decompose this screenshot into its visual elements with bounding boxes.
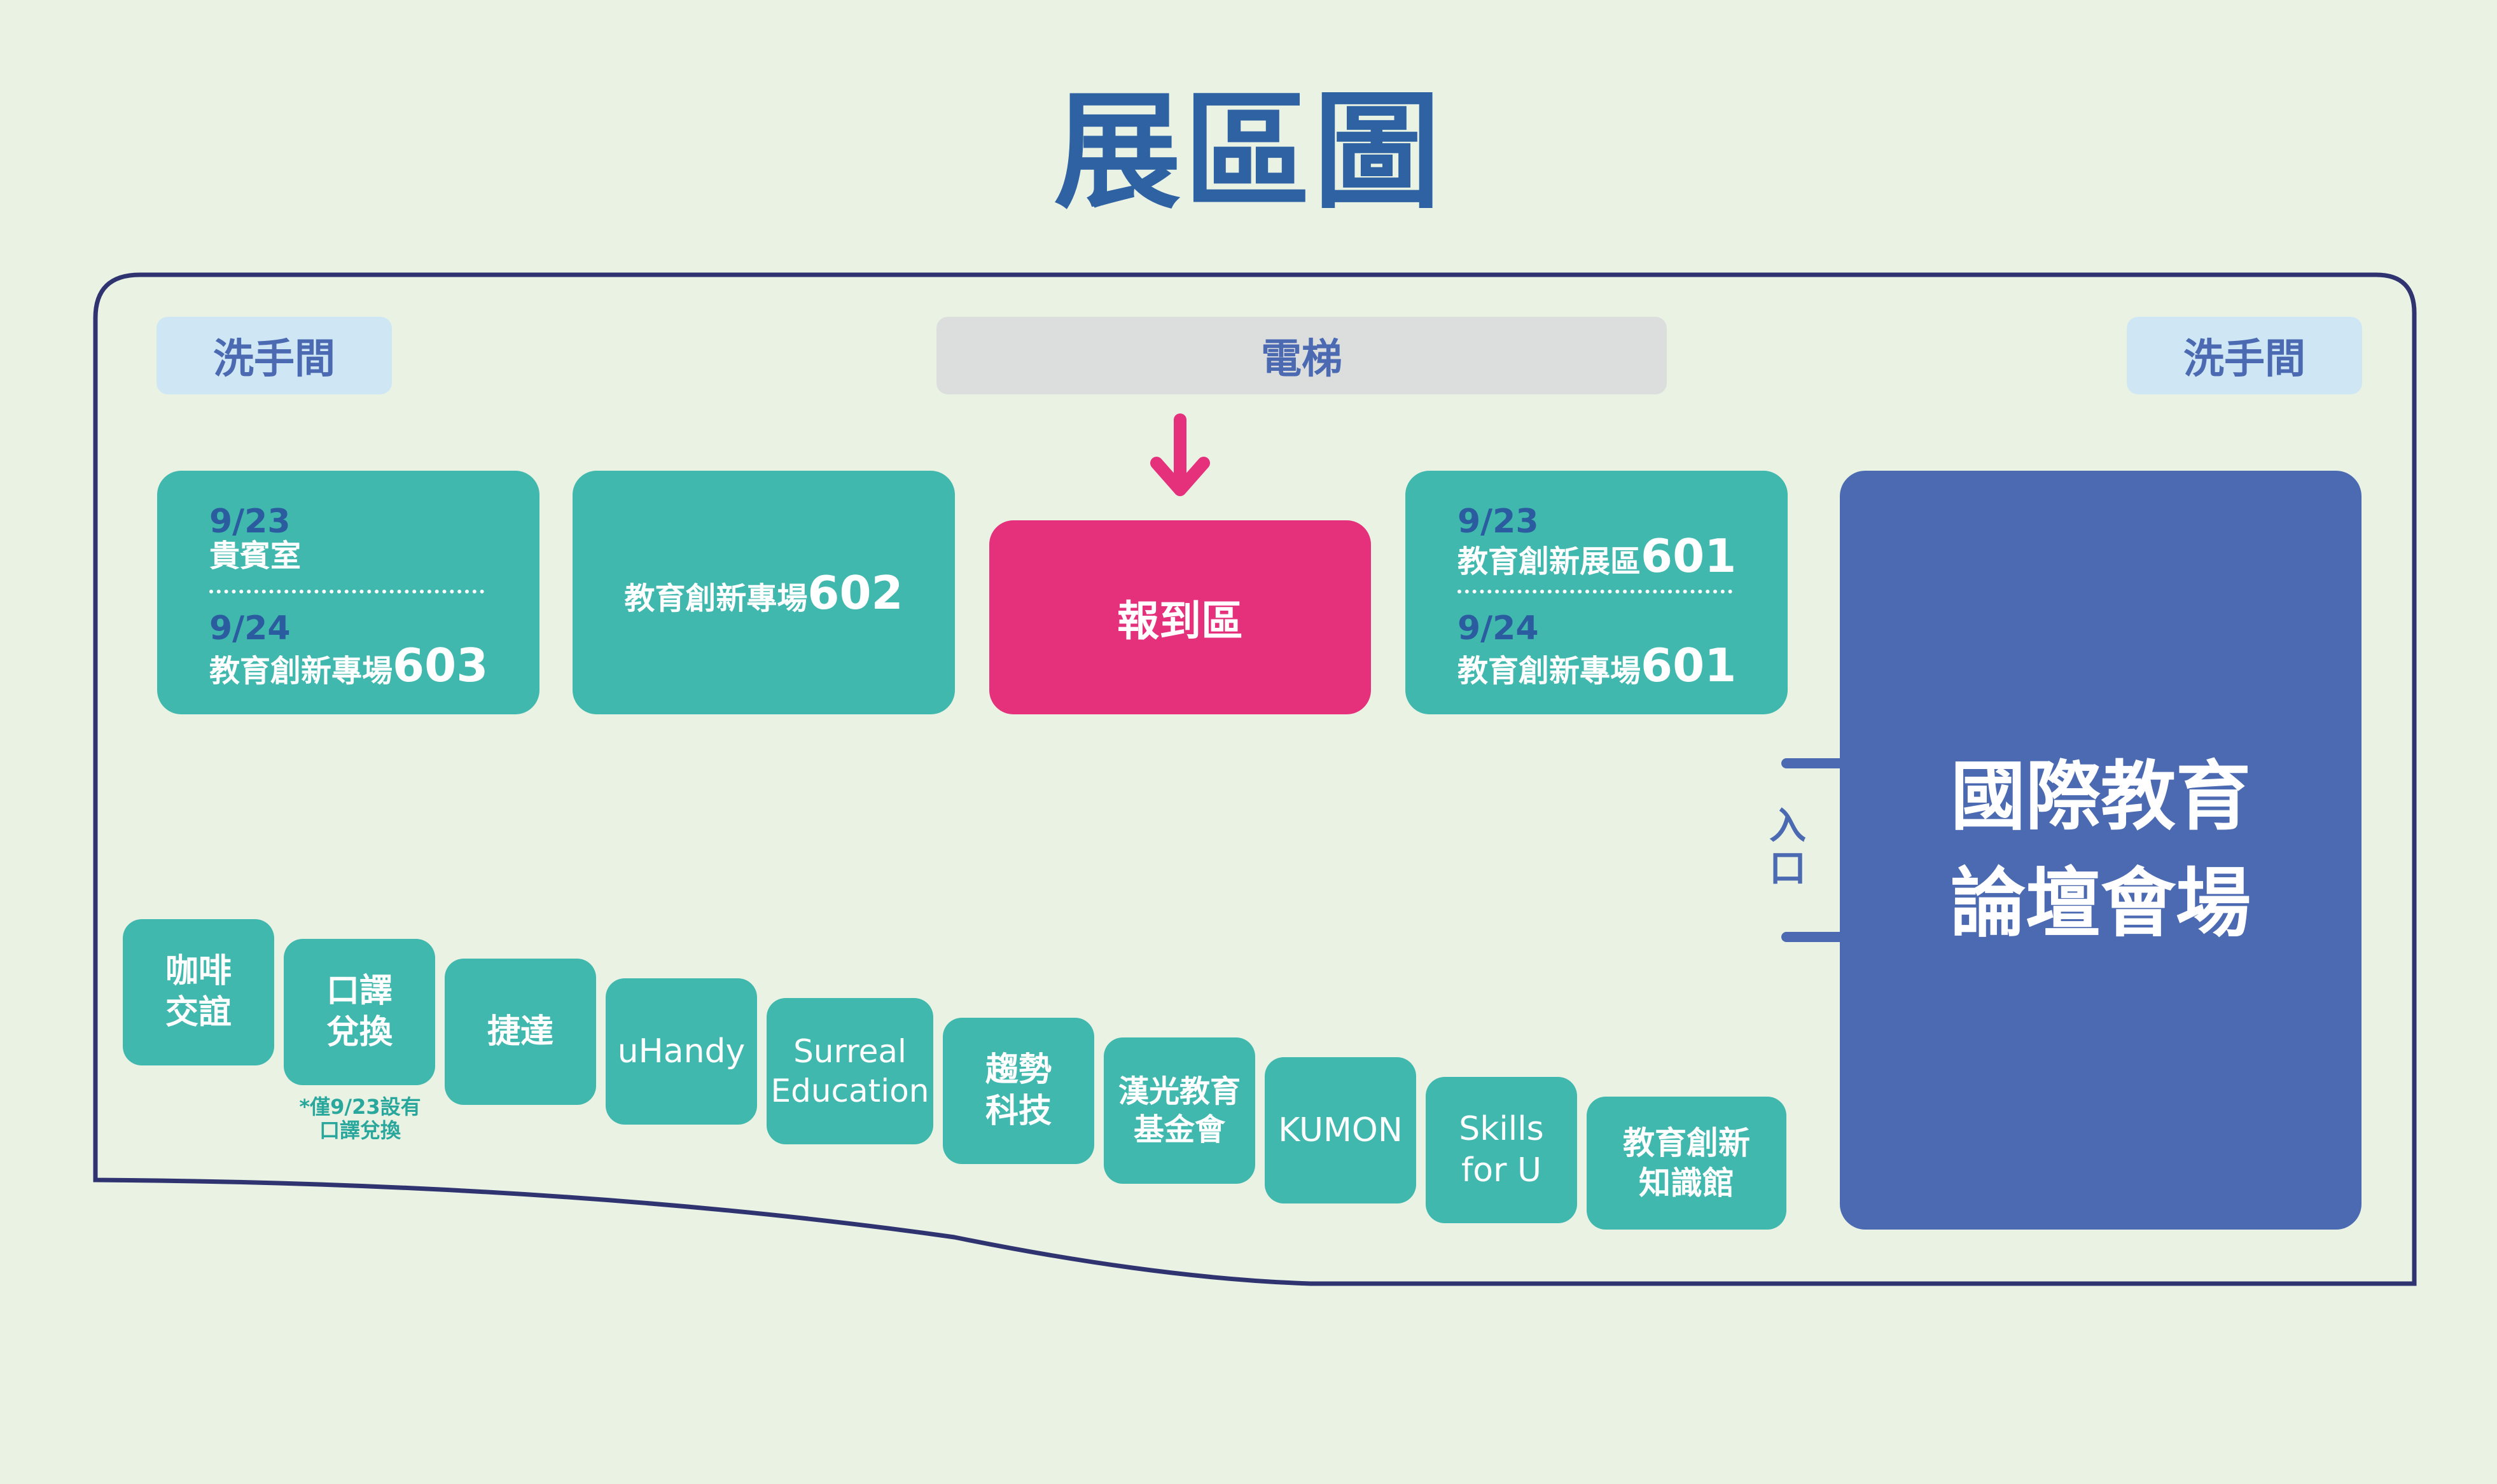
booth-hanguang-line1: 漢光教育 xyxy=(1118,1074,1241,1109)
booth-innovation-library[interactable]: 教育創新 知識館 xyxy=(1587,1097,1786,1230)
booth-trend-line1: 趨勢 xyxy=(985,1051,1052,1089)
booth-jieda[interactable]: 捷達 xyxy=(445,959,596,1105)
booth-surreal-line2: Education xyxy=(770,1072,929,1109)
restroom-right: 洗手間 xyxy=(2127,317,2362,394)
booth-surreal-education[interactable]: Surreal Education xyxy=(767,998,933,1144)
booth-interpretation-line1: 口譯 xyxy=(326,972,393,1010)
interpretation-note-line1: *僅9/23設有 xyxy=(299,1095,421,1119)
room-601-label1: 教育創新展區601 xyxy=(1457,533,1736,579)
restroom-left: 洗手間 xyxy=(156,317,392,394)
booth-interpretation-line2: 兌換 xyxy=(326,1013,393,1051)
room-603[interactable]: 9/23 貴賓室 9/24 教育創新專場603 xyxy=(157,471,539,714)
booth-uhandy-line1: uHandy xyxy=(617,1032,746,1071)
room-603-label2: 教育創新專場603 xyxy=(209,642,488,688)
room-602-label-text: 教育創新專場 xyxy=(624,580,808,616)
forum-line-2: 論壇會場 xyxy=(1950,859,2251,947)
booth-innovation-line2: 知識館 xyxy=(1639,1164,1734,1202)
elevator: 電梯 xyxy=(936,317,1667,394)
down-arrow-icon xyxy=(1150,413,1210,496)
booth-uhandy[interactable]: uHandy xyxy=(606,978,757,1125)
booth-cafe-lounge-line2: 交誼 xyxy=(165,994,232,1032)
room-603-number: 603 xyxy=(393,639,489,692)
booth-skills-line1: Skills xyxy=(1459,1110,1544,1148)
room-601-number-1: 601 xyxy=(1641,529,1737,583)
booth-skills-for-u[interactable]: Skills for U xyxy=(1426,1077,1577,1223)
room-603-date2: 9/24 xyxy=(209,609,291,648)
room-603-label2-text: 教育創新專場 xyxy=(209,653,393,689)
booth-cafe-lounge[interactable]: 咖啡 交誼 xyxy=(123,919,274,1065)
room-601-divider xyxy=(1457,590,1732,593)
checkin-area[interactable]: 報到區 xyxy=(989,520,1371,714)
room-601-date2: 9/24 xyxy=(1457,609,1539,648)
booth-jieda-line1: 捷達 xyxy=(487,1012,553,1051)
booth-trend-line2: 科技 xyxy=(985,1092,1052,1130)
forum-venue[interactable]: 國際教育 論壇會場 xyxy=(1840,471,2361,1230)
booth-hanguang-line2: 基金會 xyxy=(1133,1112,1225,1148)
booth-interpretation-exchange[interactable]: 口譯 兌換 xyxy=(284,939,435,1085)
interpretation-note: *僅9/23設有 口譯兌換 xyxy=(281,1095,440,1142)
room-603-divider xyxy=(209,590,484,593)
booth-hanguang-foundation[interactable]: 漢光教育 基金會 xyxy=(1104,1037,1255,1184)
map-title: 展區圖 xyxy=(1054,78,1443,226)
forum-line-1: 國際教育 xyxy=(1950,752,2251,840)
room-601-label1-text: 教育創新展區 xyxy=(1457,544,1641,579)
room-603-date1: 9/23 xyxy=(209,503,291,541)
booth-cafe-lounge-line1: 咖啡 xyxy=(165,952,232,990)
room-601-date1: 9/23 xyxy=(1457,503,1539,541)
booth-innovation-line1: 教育創新 xyxy=(1623,1125,1750,1162)
booth-surreal-line1: Surreal xyxy=(793,1032,907,1070)
booth-skills-line2: for U xyxy=(1461,1151,1542,1189)
interpretation-note-line2: 口譯兌換 xyxy=(319,1118,401,1142)
room-602[interactable]: 教育創新專場602 xyxy=(573,471,955,714)
room-601-number-2: 601 xyxy=(1641,639,1737,692)
room-602-number: 602 xyxy=(807,565,903,620)
room-603-label1: 貴賓室 xyxy=(209,538,302,574)
room-602-label: 教育創新專場602 xyxy=(624,570,903,616)
booth-kumon[interactable]: KUMON xyxy=(1265,1057,1416,1203)
booth-trend-micro[interactable]: 趨勢 科技 xyxy=(943,1018,1094,1164)
room-601-label2: 教育創新專場601 xyxy=(1457,642,1736,688)
booth-kumon-line1: KUMON xyxy=(1278,1111,1403,1149)
room-601-label2-text: 教育創新專場 xyxy=(1457,653,1641,689)
entrance-label: 入 口 xyxy=(1765,805,1810,889)
floor-boundary xyxy=(93,272,2417,1286)
room-601[interactable]: 9/23 教育創新展區601 9/24 教育創新專場601 xyxy=(1405,471,1788,714)
entrance-char-2: 口 xyxy=(1769,846,1806,890)
entrance-char-1: 入 xyxy=(1769,804,1806,847)
